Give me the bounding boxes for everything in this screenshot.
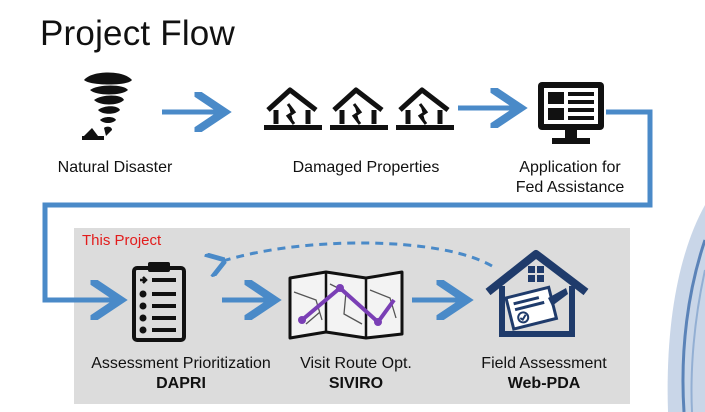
this-project-label: This Project [82,232,162,249]
application-label: Application for Fed Assistance [500,158,640,198]
siviro-label: SIVIRO [328,375,384,392]
dapri-label: DAPRI [156,375,206,392]
natural-disaster-label: Natural Disaster [57,159,173,176]
field-assessment-title: Field Assessment [481,355,607,372]
web-pda-label: Web-PDA [507,375,581,392]
visit-route-label: Visit Route Opt. SIVIRO [288,354,424,394]
page-title: Project Flow [40,14,235,53]
arrow-application-to-assessment [42,109,653,300]
computer-application-icon [538,82,604,144]
assessment-prioritization-title: Assessment Prioritization [91,355,271,372]
tornado-icon [82,72,132,140]
house-document-icon [485,250,589,337]
checklist-clipboard-icon [132,262,186,342]
route-map-icon [288,270,404,340]
feedback-dashed-arrow [220,241,493,266]
field-assessment-label: Field Assessment Web-PDA [466,354,622,394]
assessment-prioritization-label: Assessment Prioritization DAPRI [78,354,284,394]
damaged-properties-label: Damaged Properties [292,159,440,176]
application-label-line2: Fed Assistance [515,179,625,196]
visit-route-title: Visit Route Opt. [300,355,412,372]
application-label-line1: Application for [519,159,621,176]
damaged-house-icon [264,87,454,130]
